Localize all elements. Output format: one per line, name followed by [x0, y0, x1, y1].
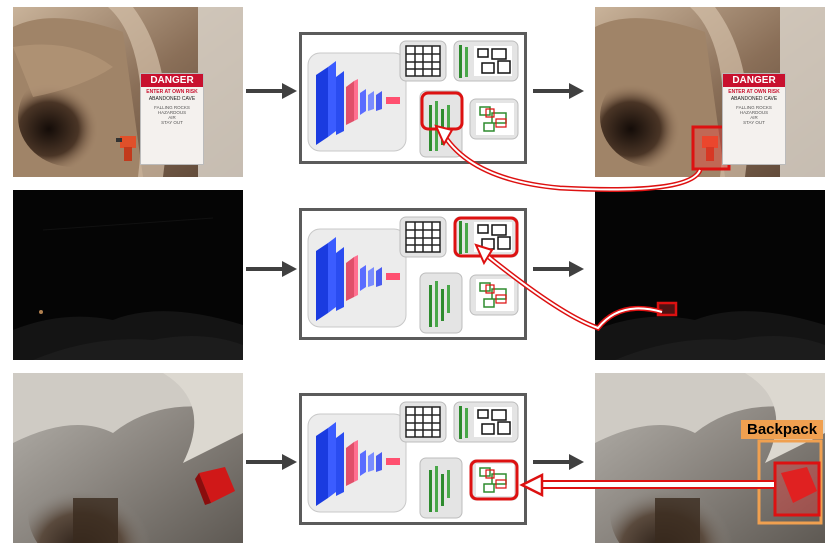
bars-head-icon [419, 457, 463, 519]
danger-sign-body-4: STAY OUT [161, 120, 183, 125]
graph-head-icon [453, 216, 519, 258]
danger-sign-out-title: DANGER [723, 74, 785, 87]
danger-sign-body-3: AIR [168, 115, 176, 120]
arrow-model-to-output-2 [531, 258, 587, 280]
arrow-input-to-model-2 [244, 258, 300, 280]
input-image-2 [13, 190, 243, 360]
danger-sign-title: DANGER [141, 74, 203, 87]
grid-heads-icon [399, 401, 447, 443]
danger-sign: DANGER ENTER AT OWN RISK ABANDONED CAVE … [140, 73, 204, 165]
arrow-model-to-output-3 [531, 451, 587, 473]
danger-sign-out-body-2: HAZARDOUS [739, 110, 769, 115]
danger-sign-out-line1: ENTER AT OWN RISK [728, 89, 780, 95]
drill-object [116, 136, 136, 161]
danger-sign-out-line2: ABANDONED CAVE [730, 96, 778, 102]
danger-sign-body-2: HAZARDOUS [157, 110, 187, 115]
model-diagram-2 [307, 216, 519, 334]
grid-heads-icon [399, 40, 447, 82]
output-image-2 [595, 190, 825, 360]
danger-sign-body-1: FALLING ROCKS [154, 105, 190, 110]
danger-sign-out-body-4: STAY OUT [743, 120, 765, 125]
cnn-backbone-icon [316, 61, 400, 145]
model-box-3 [299, 393, 527, 525]
model-diagram-3 [307, 401, 519, 519]
danger-sign-line1: ENTER AT OWN RISK [146, 89, 198, 95]
highlight-box-detection-3 [469, 459, 519, 501]
cnn-backbone-icon [316, 422, 400, 506]
arrow-input-to-model-3 [244, 451, 300, 473]
detection-box-backpack [773, 461, 821, 517]
model-box-2 [299, 208, 527, 340]
danger-sign-out: DANGER ENTER AT OWN RISK ABANDONED CAVE … [722, 73, 786, 165]
bars-head-icon [419, 90, 464, 158]
danger-sign-out-body-3: AIR [750, 115, 758, 120]
input-image-3 [13, 373, 243, 543]
model-box-1 [299, 32, 527, 164]
graph-head-icon [453, 40, 519, 82]
arrow-input-to-model-1 [244, 80, 300, 102]
output-image-1: DANGER ENTER AT OWN RISK ABANDONED CAVE … [595, 7, 825, 177]
backpack-object [195, 467, 235, 505]
cnn-backbone-icon [316, 237, 400, 321]
detection-head-icon [469, 98, 519, 140]
input-image-1: DANGER ENTER AT OWN RISK ABANDONED CAVE … [13, 7, 243, 177]
output-image-3 [595, 373, 825, 543]
grid-heads-icon [399, 216, 447, 258]
danger-sign-line2: ABANDONED CAVE [148, 96, 196, 102]
danger-sign-out-body-1: FALLING ROCKS [736, 105, 772, 110]
model-diagram-1 [307, 40, 519, 158]
detection-box-object [656, 301, 678, 317]
detection-head-icon [469, 274, 519, 316]
detection-head-icon [469, 459, 519, 501]
bars-head-icon [419, 272, 463, 334]
detection-label-backpack: Backpack [741, 420, 824, 439]
graph-head-icon [453, 401, 519, 443]
arrow-model-to-output-1 [531, 80, 587, 102]
